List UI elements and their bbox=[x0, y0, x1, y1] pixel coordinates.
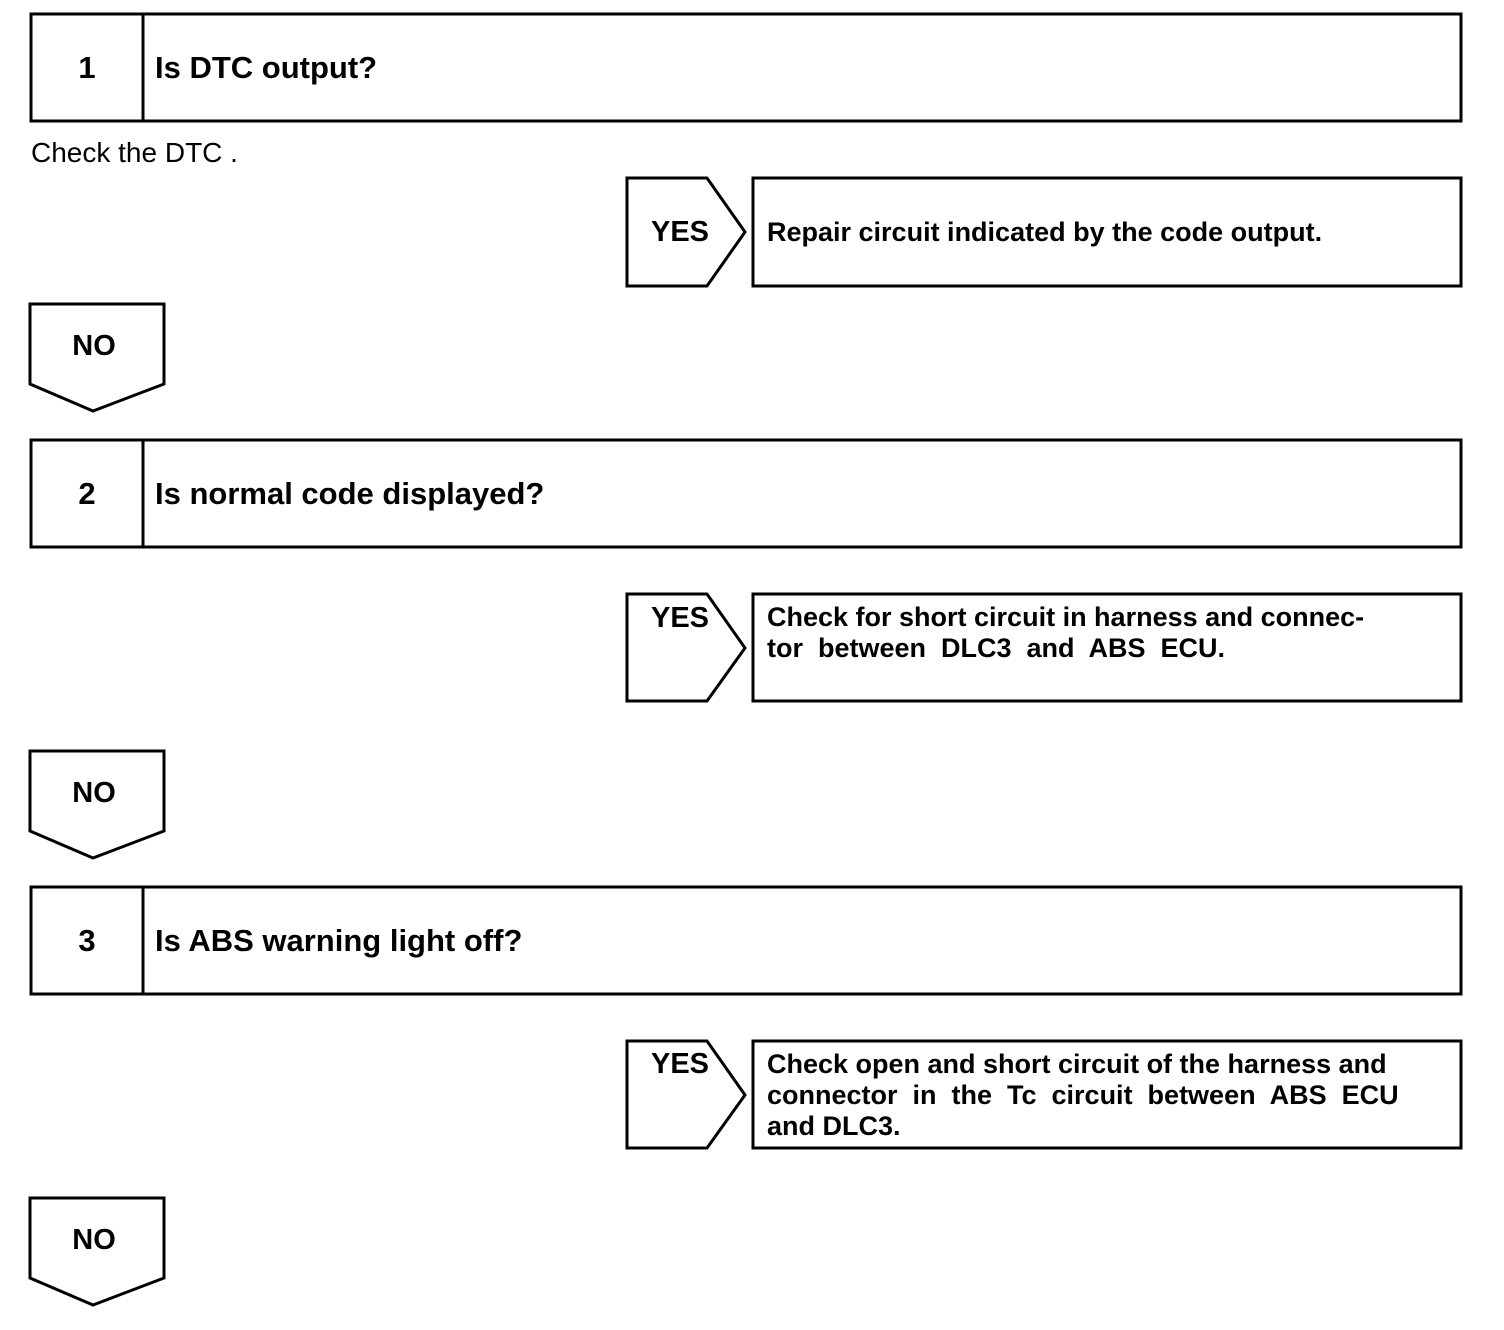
step-2-no-arrow bbox=[28, 749, 166, 860]
step-2-yes-arrow bbox=[625, 592, 747, 703]
step-1-note: Check the DTC . bbox=[31, 137, 238, 168]
step-3-no-label: NO bbox=[72, 1224, 116, 1256]
step-3-yes-branch: YES Check open and short circuit of the … bbox=[625, 1039, 1463, 1150]
step-1-yes-branch: YES Repair circuit indicated by the code… bbox=[625, 176, 1463, 288]
step-3-yes-arrow bbox=[625, 1039, 747, 1150]
step-2-question: Is normal code displayed? bbox=[155, 476, 544, 511]
step-3: 3 Is ABS warning light off? bbox=[29, 885, 1463, 996]
step-2-no-label: NO bbox=[72, 777, 116, 809]
step-1: 1 Is DTC output? bbox=[29, 12, 1463, 123]
step-2: 2 Is normal code displayed? bbox=[29, 438, 1463, 549]
step-2-box bbox=[29, 438, 1463, 549]
step-3-box bbox=[29, 885, 1463, 996]
step-1-yes-action-box bbox=[751, 176, 1463, 288]
step-3-number: 3 bbox=[78, 923, 95, 958]
step-1-yes-arrow bbox=[625, 176, 747, 288]
step-1-no-label: NO bbox=[72, 330, 116, 362]
step-3-yes-label: YES bbox=[651, 1048, 709, 1080]
step-1-box bbox=[29, 12, 1463, 123]
step-2-yes-branch: YES Check for short circuit in harness a… bbox=[625, 592, 1463, 703]
step-1-question: Is DTC output? bbox=[155, 50, 377, 85]
step-2-no-branch: NO bbox=[28, 749, 166, 860]
step-3-no-arrow bbox=[28, 1196, 166, 1307]
step-3-no-branch: NO bbox=[28, 1196, 166, 1307]
step-1-no-arrow bbox=[28, 302, 166, 413]
step-1-yes-label: YES bbox=[651, 216, 709, 248]
step-1-yes-action-line-1: Repair circuit indicated by the code out… bbox=[767, 217, 1322, 247]
step-3-yes-action-line-1: Check open and short circuit of the harn… bbox=[767, 1049, 1387, 1079]
step-2-yes-action-line-2: tor between DLC3 and ABS ECU. bbox=[767, 633, 1225, 663]
step-2-yes-action-line-1: Check for short circuit in harness and c… bbox=[767, 602, 1364, 632]
step-2-number: 2 bbox=[78, 476, 95, 511]
step-1-number: 1 bbox=[78, 50, 95, 85]
step-2-yes-action-box bbox=[751, 592, 1463, 703]
step-2-yes-label: YES bbox=[651, 602, 709, 634]
step-3-yes-action-line-2: connector in the Tc circuit between ABS … bbox=[767, 1080, 1399, 1110]
step-3-question: Is ABS warning light off? bbox=[155, 923, 522, 958]
step-3-yes-action-line-3: and DLC3. bbox=[767, 1111, 901, 1141]
step-1-no-branch: NO bbox=[28, 302, 166, 413]
step-3-yes-action-box bbox=[751, 1039, 1463, 1150]
